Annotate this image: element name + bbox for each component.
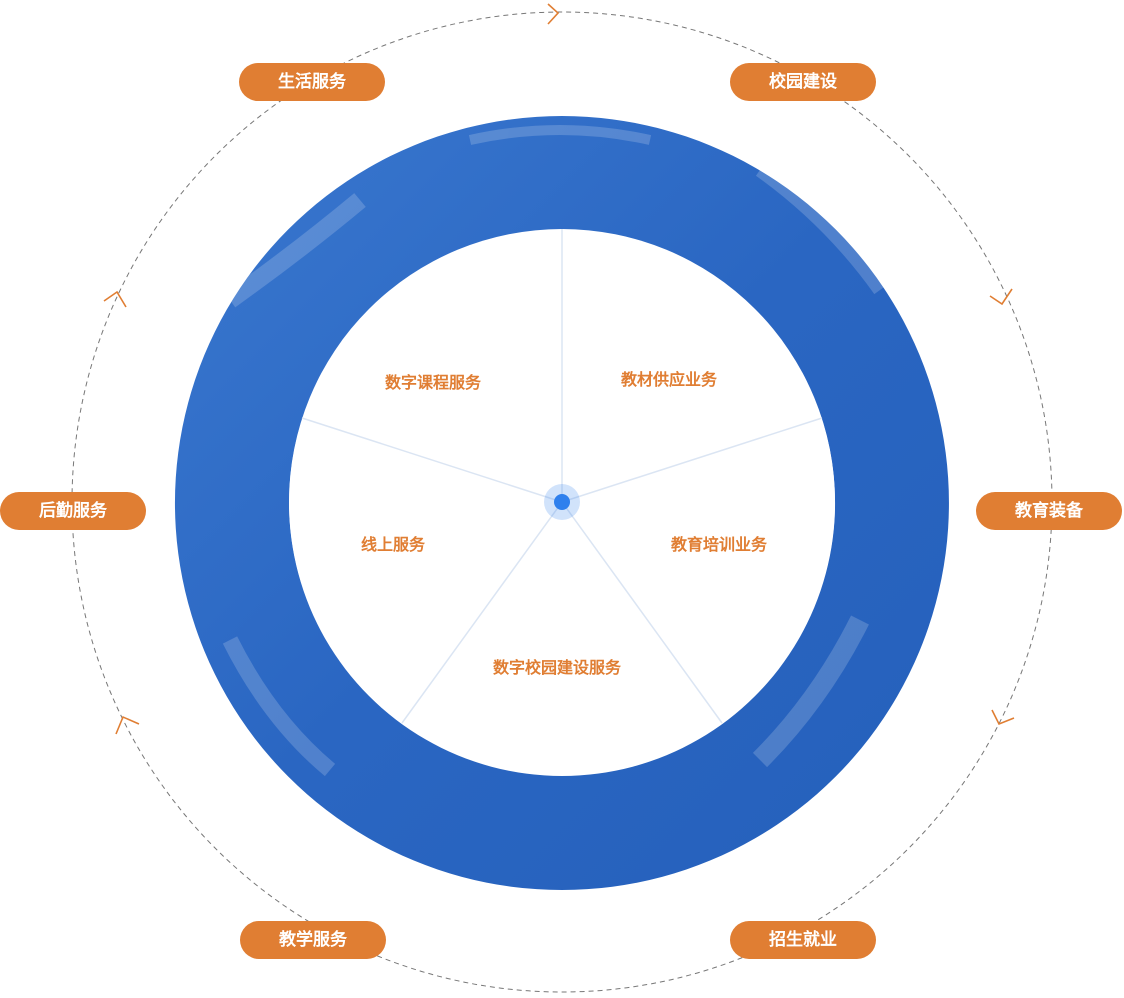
segment-label-online-services: 线上服务: [360, 535, 426, 554]
ring-texture: [222, 125, 886, 777]
pill-enrollment-employment[interactable]: 招生就业: [730, 921, 876, 959]
pill-teaching-services[interactable]: 教学服务: [240, 921, 386, 959]
pill-education-equipment[interactable]: 教育装备: [976, 492, 1122, 530]
segment-label-textbook-supply: 教材供应业务: [620, 370, 718, 389]
pill-campus-construction[interactable]: 校园建设: [730, 63, 876, 101]
center-hub-dot: [554, 494, 570, 510]
pill-life-services[interactable]: 生活服务: [239, 63, 385, 101]
chevron-up-left-icon: [103, 290, 127, 308]
chevron-down-right-icon: [989, 288, 1013, 306]
segment-label-digital-courses: 数字课程服务: [384, 373, 482, 392]
chevron-down-left-icon: [991, 709, 1015, 726]
segment-label-education-training: 教育培训业务: [670, 535, 768, 554]
segment-label-digital-campus: 数字校园建设服务: [492, 658, 622, 677]
pill-logistics-services[interactable]: 后勤服务: [0, 492, 146, 530]
chevron-right-icon: [547, 3, 560, 25]
segment-dividers: [301, 229, 823, 724]
chevron-up-left-icon: [115, 715, 140, 735]
